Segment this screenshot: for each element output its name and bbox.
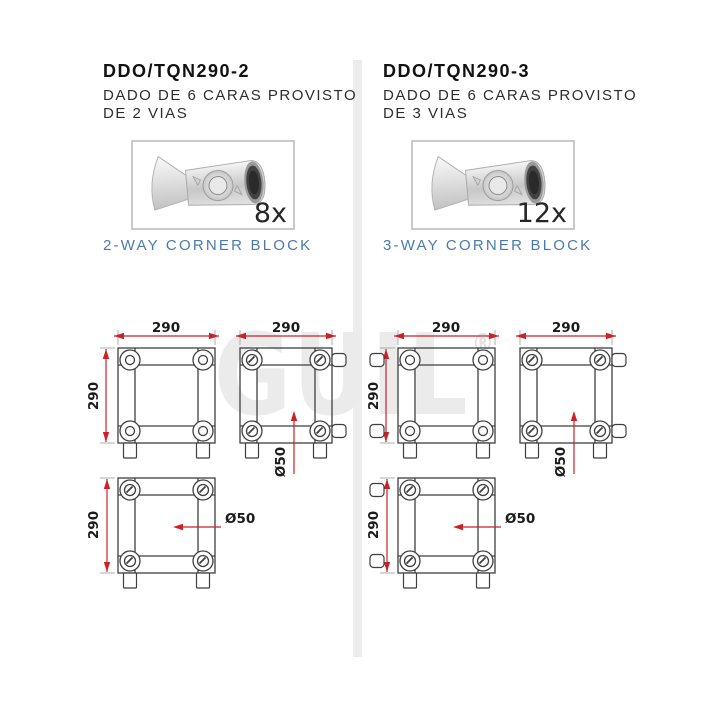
quantity-label-3way: 12x xyxy=(516,198,567,229)
brand-watermark: GUIL® xyxy=(214,320,494,432)
description-line1: DADO DE 6 CARAS PROVISTO xyxy=(383,87,638,104)
description-line1: DADO DE 6 CARAS PROVISTO xyxy=(103,87,358,104)
dim-height-label: 290 xyxy=(86,382,102,410)
dim-tube-diameter-label: Ø50 xyxy=(273,447,289,477)
registered-mark-icon: ® xyxy=(471,329,494,359)
dim-width-label: 290 xyxy=(552,320,580,336)
side-view-drawing: 290 Ø50 xyxy=(236,320,347,477)
product-photo-box-2way: 8x xyxy=(131,140,295,230)
description-line2: DE 2 VIAS xyxy=(103,104,189,122)
top-view-drawing: 290 Ø50 xyxy=(366,477,535,589)
dim-tube-diameter-label: Ø50 xyxy=(505,511,535,527)
corner-block-photo xyxy=(151,155,266,211)
dim-tube-diameter-label: Ø50 xyxy=(553,447,569,477)
product-description-2way: DADO DE 6 CARAS PROVISTO DE 2 VIAS xyxy=(103,87,357,122)
product-photo-box-3way: 12x xyxy=(411,140,575,230)
dim-width-label: 290 xyxy=(152,320,180,336)
quantity-label-2way: 8x xyxy=(253,198,287,229)
type-label-2way: 2-WAY CORNER BLOCK xyxy=(103,237,313,254)
dim-height-label: 290 xyxy=(366,382,382,410)
description-line2: DE 3 VIAS xyxy=(383,104,469,122)
product-description-3way: DADO DE 6 CARAS PROVISTO DE 3 VIAS xyxy=(383,87,637,122)
front-view-drawing: 290 290 xyxy=(366,320,499,459)
technical-drawings-2way: 290 290 290 Ø50 xyxy=(86,320,347,589)
type-label-3way: 3-WAY CORNER BLOCK xyxy=(383,237,593,254)
top-view-drawing: 290 Ø50 xyxy=(86,477,255,589)
watermark-text: GUIL xyxy=(214,311,470,441)
technical-drawings-3way: 290 290 290 Ø xyxy=(366,320,627,589)
corner-block-photo xyxy=(431,155,546,211)
dim-width-label: 290 xyxy=(272,320,300,336)
front-view-drawing: 290 290 xyxy=(86,320,219,459)
side-view-drawing: 290 Ø50 xyxy=(516,320,627,477)
product-code-2way: DDO/TQN290-2 xyxy=(103,61,251,81)
dim-depth-label: 290 xyxy=(366,511,382,539)
column-divider xyxy=(353,60,362,657)
dim-width-label: 290 xyxy=(432,320,460,336)
dim-depth-label: 290 xyxy=(86,511,102,539)
product-code-3way: DDO/TQN290-3 xyxy=(383,61,531,81)
dim-tube-diameter-label: Ø50 xyxy=(225,511,255,527)
